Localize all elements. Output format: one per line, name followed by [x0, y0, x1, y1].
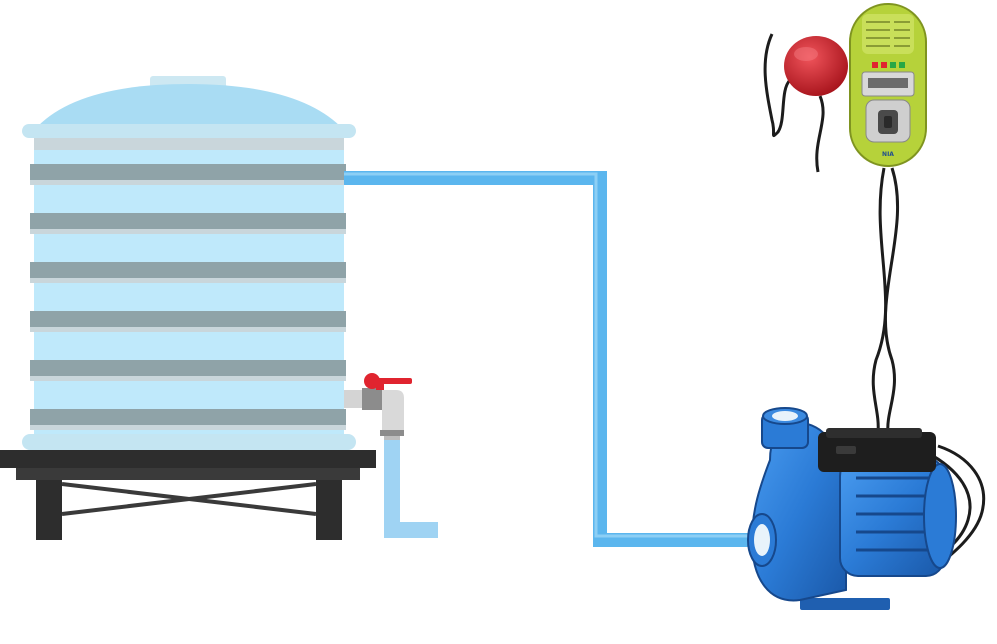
valve-handle	[372, 378, 412, 384]
outlet-spout-pipe	[384, 440, 438, 538]
tank-body	[34, 150, 344, 440]
controller-indicator-lights	[872, 62, 905, 68]
pump-terminal-box	[818, 432, 936, 472]
water-tank	[22, 76, 356, 450]
float-switch-ball	[784, 36, 848, 96]
pump-motor-fins	[856, 476, 932, 552]
controller-cables	[871, 167, 900, 433]
centrifugal-pump	[747, 407, 986, 610]
pump-outlet-port	[754, 524, 770, 556]
pump-inlet-port	[772, 411, 798, 421]
tank-stand	[0, 450, 376, 540]
stand-leg-left	[36, 480, 62, 540]
controller-lcd	[868, 78, 908, 88]
float-switch-cable	[763, 33, 792, 137]
stand-top	[0, 450, 376, 468]
tank-top-rim	[22, 124, 356, 138]
tank-bands	[30, 164, 346, 430]
float-switch	[763, 33, 848, 173]
supply-pipe	[344, 171, 770, 547]
controller-brand-logo: NIA	[882, 151, 894, 158]
controller-label-lines	[866, 21, 910, 47]
tank-bottom-rim	[22, 434, 356, 450]
tank-lid	[38, 84, 340, 126]
outlet-valve	[344, 373, 438, 538]
pump-controller: NIA	[849, 3, 927, 167]
pump-base	[800, 598, 890, 610]
stand-leg-right	[316, 480, 342, 540]
